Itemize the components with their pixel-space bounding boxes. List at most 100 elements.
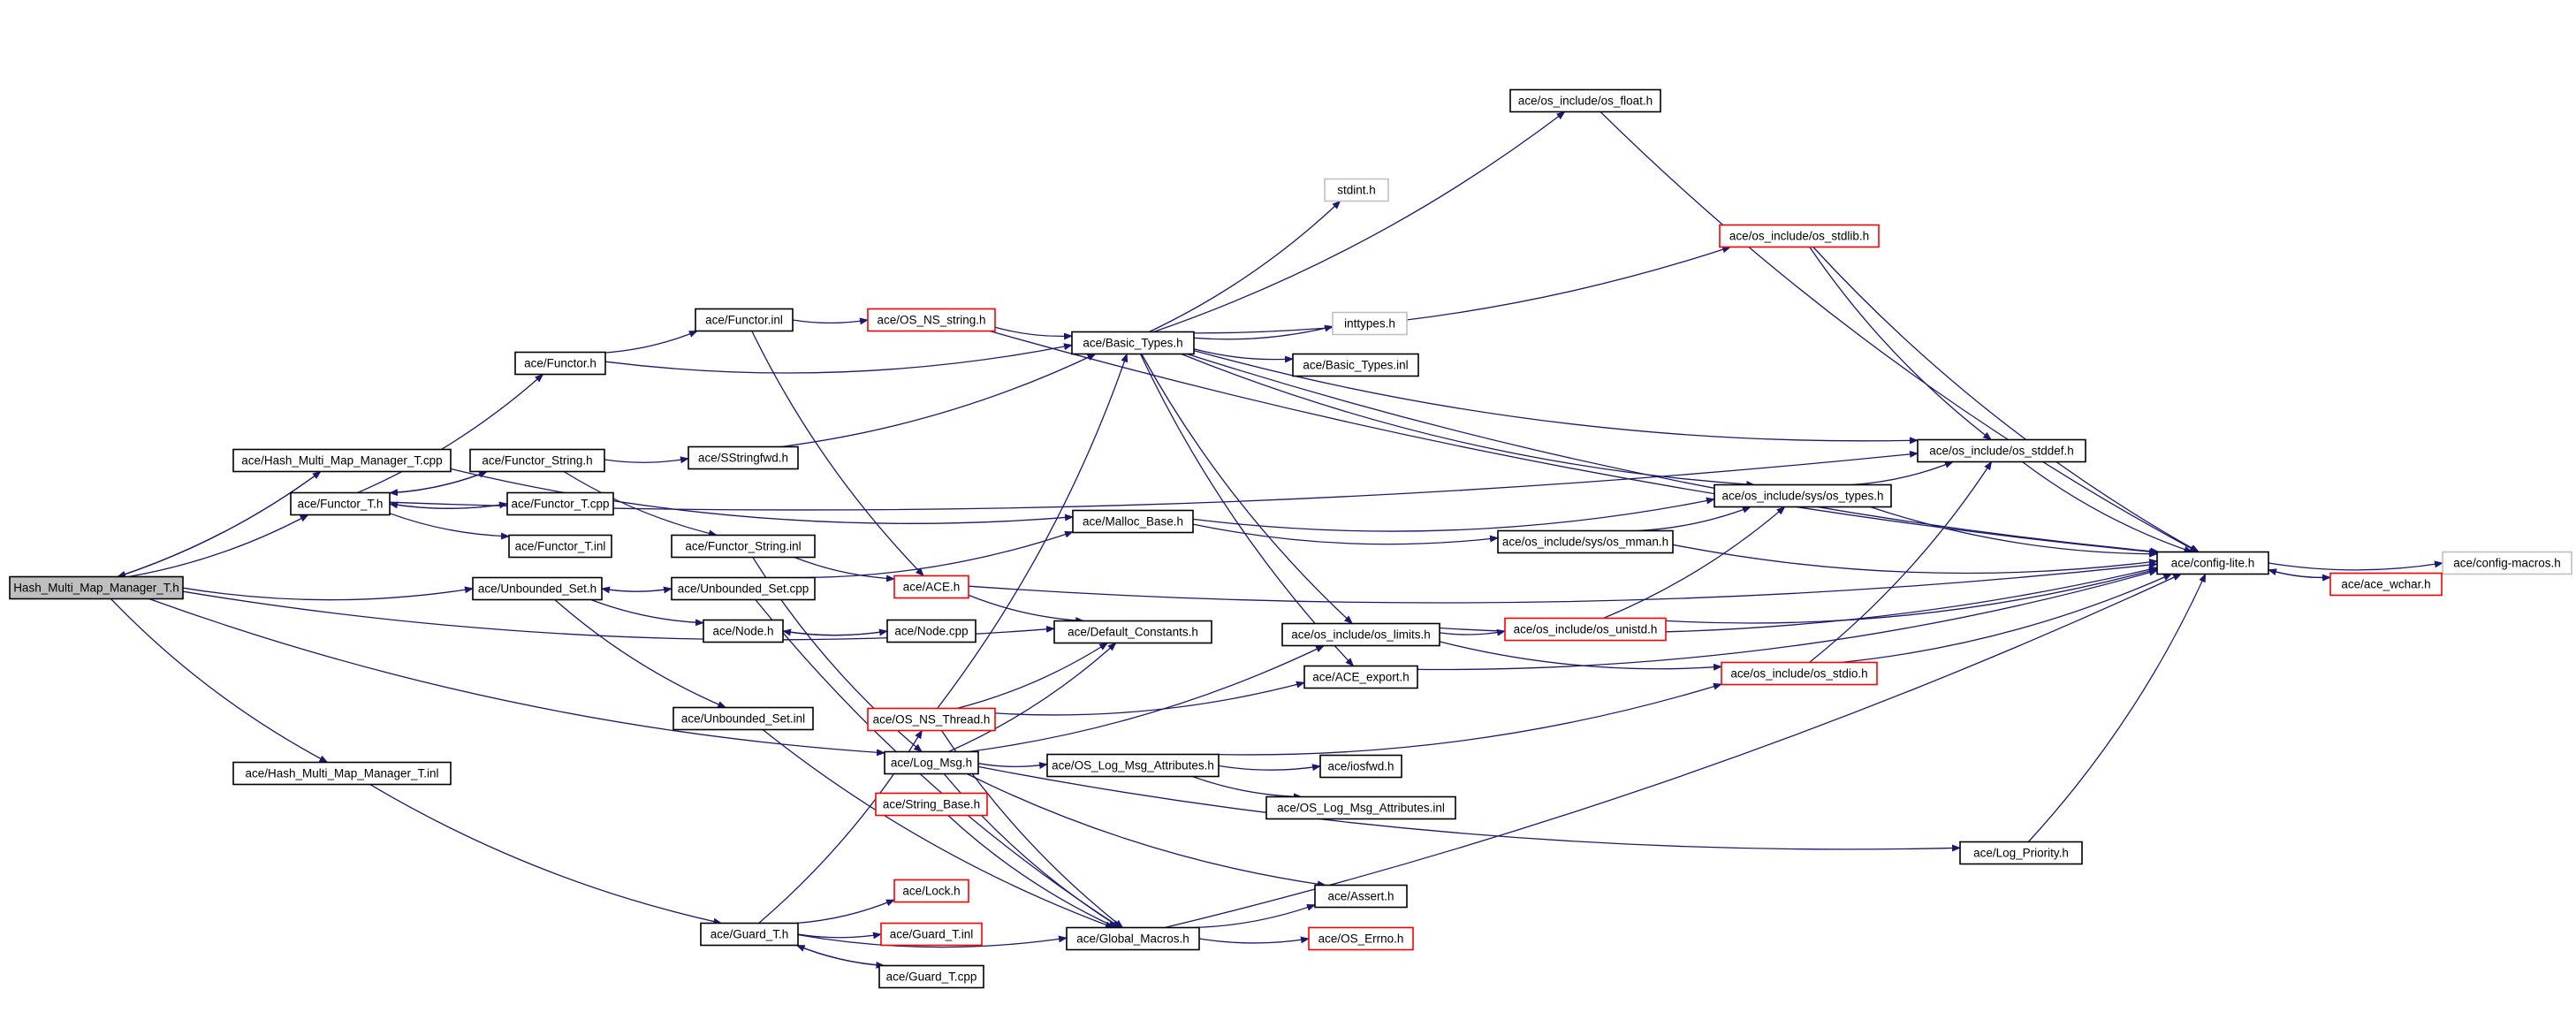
edge-ace_export-to-config_lite [1417, 568, 2158, 671]
node-box [508, 534, 612, 559]
node-label: ace/Unbounded_Set.h [478, 582, 597, 596]
node-guard-t-cpp[interactable]: ace/Guard_T.cpp [878, 964, 984, 989]
node-ace-export[interactable]: ace/ACE_export.h [1303, 665, 1418, 689]
node-functor-inl[interactable]: ace/Functor.inl [695, 308, 794, 332]
node-unbounded-set-inl[interactable]: ace/Unbounded_Set.inl [672, 706, 814, 731]
node-functor-t-inl[interactable]: ace/Functor_T.inl [508, 534, 612, 559]
node-config-lite[interactable]: ace/config-lite.h [2156, 551, 2269, 575]
node-os-stdio[interactable]: ace/os_include/os_stdio.h [1721, 661, 1878, 686]
node-inttypes[interactable]: inttypes.h [1332, 311, 1408, 336]
edge-hmm_cpp-to-root [117, 470, 322, 578]
edge-root-to-functor_t_h [128, 514, 309, 578]
node-hmm-cpp[interactable]: ace/Hash_Multi_Map_Manager_T.cpp [232, 448, 452, 473]
edge-ace_h-to-config_lite [968, 561, 2158, 604]
node-box [1046, 753, 1220, 778]
node-sstringfwd[interactable]: ace/SStringfwd.h [688, 445, 799, 470]
node-label: Hash_Multi_Map_Manager_T.h [13, 582, 179, 595]
node-label: ace/Functor_T.cpp [511, 498, 609, 511]
node-iosfwd[interactable]: ace/iosfwd.h [1319, 754, 1402, 779]
node-box [9, 575, 184, 600]
edge-basic_types_h-to-os_types [1181, 353, 1756, 488]
edge-log_msg-to-log_priority [977, 765, 1961, 852]
node-os-ns-thread[interactable]: ace/OS_NS_Thread.h [867, 707, 996, 732]
edge-os_limits-to-os_unistd [1439, 628, 1506, 636]
node-ace-h[interactable]: ace/ACE.h [893, 575, 969, 599]
edge-unbounded_set_h-to-node_h [590, 598, 704, 627]
node-label: ace/String_Base.h [883, 798, 980, 811]
node-assert-h[interactable]: ace/Assert.h [1314, 884, 1408, 909]
node-box [232, 761, 452, 786]
node-os-mman[interactable]: ace/os_include/sys/os_mman.h [1497, 529, 1674, 554]
node-box [1719, 224, 1880, 248]
node-basic-types-inl[interactable]: ace/Basic_Types.inl [1292, 353, 1419, 377]
node-box [880, 922, 983, 947]
node-node-cpp[interactable]: ace/Node.cpp [886, 619, 976, 643]
node-lock-h[interactable]: ace/Lock.h [893, 879, 969, 903]
edge-basic_types_h-to-config_lite [1187, 353, 2160, 555]
node-os-log-msg-attr-h[interactable]: ace/OS_Log_Msg_Attributes.h [1046, 753, 1220, 778]
node-hmm-inl[interactable]: ace/Hash_Multi_Map_Manager_T.inl [232, 761, 452, 786]
node-log-msg[interactable]: ace/Log_Msg.h [884, 750, 979, 775]
node-ace-wchar[interactable]: ace/ace_wchar.h [2329, 572, 2443, 597]
node-functor-t-cpp[interactable]: ace/Functor_T.cpp [506, 491, 614, 516]
node-box [1714, 483, 1892, 508]
node-os-stdlib[interactable]: ace/os_include/os_stdlib.h [1719, 224, 1880, 248]
node-functor-string-h[interactable]: ace/Functor_String.h [469, 448, 605, 473]
node-label: ace/SStringfwd.h [698, 452, 788, 465]
node-box [884, 750, 979, 775]
edge-functor_inl-to-os_ns_string [792, 317, 869, 325]
node-guard-t-h[interactable]: ace/Guard_T.h [700, 922, 799, 947]
node-os-float[interactable]: ace/os_include/os_float.h [1509, 88, 1661, 113]
node-guard-t-inl[interactable]: ace/Guard_T.inl [880, 922, 983, 947]
edge-functor_string_h-to-functor_string_inl [563, 470, 718, 537]
node-box [1509, 88, 1661, 113]
node-default-constants[interactable]: ace/Default_Constants.h [1053, 620, 1212, 644]
node-config-macros[interactable]: ace/config-macros.h [2442, 551, 2572, 575]
node-os-types[interactable]: ace/os_include/sys/os_types.h [1714, 483, 1892, 508]
node-box [1497, 529, 1674, 554]
edge-global_macros-to-assert_h [1192, 903, 1316, 929]
node-unbounded-set-cpp[interactable]: ace/Unbounded_Set.cpp [671, 576, 816, 601]
edge-os_mman-to-os_types [1638, 506, 1752, 532]
node-node-h[interactable]: ace/Node.h [703, 619, 784, 643]
edge-sstringfwd-to-basic_types_h [780, 353, 1097, 448]
edge-os_log_msg_attr_h-to-os_log_msg_attr_inl [1191, 775, 1303, 801]
node-functor-h[interactable]: ace/Functor.h [514, 351, 606, 376]
node-box [695, 308, 794, 332]
node-root[interactable]: Hash_Multi_Map_Manager_T.h [9, 575, 184, 600]
edge-os_ns_string-to-config_lite [989, 330, 2158, 556]
node-label: ace/os_include/os_stddef.h [1929, 445, 2074, 458]
node-basic-types-h[interactable]: ace/Basic_Types.h [1071, 331, 1195, 355]
node-string-base[interactable]: ace/String_Base.h [875, 792, 988, 817]
edge-hmm_inl-to-guard_t_h [369, 783, 723, 925]
edge-os_ns_thread-to-ace_export [994, 681, 1305, 716]
node-label: ace/Log_Msg.h [891, 757, 972, 770]
node-unbounded-set-h[interactable]: ace/Unbounded_Set.h [472, 576, 603, 601]
node-functor-string-inl[interactable]: ace/Functor_String.inl [671, 534, 816, 559]
node-log-priority[interactable]: ace/Log_Priority.h [1959, 841, 2083, 865]
node-label: ace/Node.cpp [894, 625, 968, 638]
node-os-limits[interactable]: ace/os_include/os_limits.h [1281, 622, 1440, 647]
edge-os_float-to-config_lite [1600, 111, 2199, 553]
node-label: ace/Functor.inl [705, 314, 783, 327]
node-global-macros[interactable]: ace/Global_Macros.h [1066, 926, 1200, 951]
node-label: ace/OS_NS_string.h [877, 314, 985, 327]
node-functor-t-h[interactable]: ace/Functor_T.h [290, 491, 391, 516]
node-os-stddef[interactable]: ace/os_include/os_stddef.h [1917, 438, 2086, 463]
edge-unbounded_set_inl-to-global_macros [762, 728, 1114, 929]
node-layer: Hash_Multi_Map_Manager_T.h ace/Hash_Multi… [9, 88, 2572, 989]
node-label: ace/Default_Constants.h [1068, 626, 1198, 639]
node-stdint[interactable]: stdint.h [1324, 178, 1389, 202]
node-label: stdint.h [1337, 184, 1376, 197]
node-box [1319, 754, 1402, 779]
node-label: ace/Guard_T.h [710, 928, 789, 941]
node-os-ns-string[interactable]: ace/OS_NS_string.h [867, 308, 996, 332]
node-box [1281, 622, 1440, 647]
node-os-errno[interactable]: ace/OS_Errno.h [1308, 926, 1414, 951]
node-os-log-msg-attr-inl[interactable]: ace/OS_Log_Msg_Attributes.inl [1265, 795, 1456, 820]
node-label: ace/Basic_Types.h [1083, 337, 1182, 350]
node-os-unistd[interactable]: ace/os_include/os_unistd.h [1504, 617, 1667, 642]
node-label: ace/config-macros.h [2453, 557, 2561, 570]
node-malloc-base[interactable]: ace/Malloc_Base.h [1072, 509, 1194, 534]
